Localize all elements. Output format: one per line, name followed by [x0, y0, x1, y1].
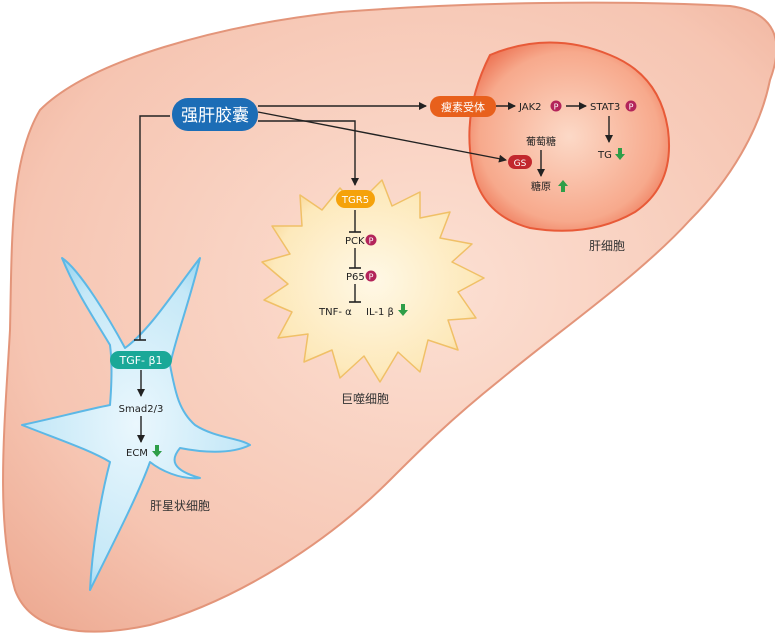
leptin-receptor-node: 瘦素受体	[430, 96, 496, 117]
stat3-node: STAT3 P	[590, 100, 637, 113]
inhibit-drug-to-tgf	[139, 115, 170, 340]
stellate-cell	[21, 257, 251, 591]
phospho-badge: P	[369, 273, 374, 282]
down-arrow-icon	[615, 148, 625, 160]
up-arrow-icon	[558, 180, 568, 192]
svg-text:STAT3: STAT3	[590, 102, 620, 113]
il1b-label: IL-1 β	[366, 307, 394, 318]
svg-text:ECM: ECM	[126, 448, 148, 459]
stellate-label: 肝星状细胞	[150, 499, 210, 513]
drug-label: 强肝胶囊	[181, 106, 249, 126]
hepatocyte-cell	[468, 41, 670, 232]
glycogen-node: 糖原	[531, 180, 568, 193]
p65-node: P65 P	[346, 270, 377, 283]
tgr5-node: TGR5	[336, 190, 375, 208]
glucose-label: 葡萄糖	[526, 135, 556, 148]
tnf-alpha-label: TNF- α	[318, 307, 352, 318]
svg-text:P65: P65	[346, 272, 365, 283]
tgf-beta1-node: TGF- β1	[110, 351, 172, 369]
svg-text:TG: TG	[597, 150, 612, 161]
svg-text:TGF- β1: TGF- β1	[118, 354, 162, 367]
svg-text:GS: GS	[514, 159, 527, 169]
down-arrow-icon	[398, 304, 408, 316]
tg-node: TG	[597, 148, 625, 161]
phospho-badge: P	[369, 237, 374, 246]
smad-label: Smad2/3	[119, 404, 164, 415]
phospho-badge: P	[554, 103, 559, 112]
svg-text:PCK: PCK	[345, 236, 365, 247]
hepatocyte-label: 肝细胞	[589, 239, 625, 253]
svg-text:TGR5: TGR5	[341, 195, 369, 206]
jak2-node: JAK2 P	[518, 100, 562, 113]
drug-node: 强肝胶囊	[172, 98, 258, 131]
ecm-node: ECM	[126, 445, 162, 459]
macrophage-label: 巨噬细胞	[341, 391, 389, 406]
gs-node: GS	[508, 155, 532, 169]
arrow-drug-to-tgr5	[258, 120, 359, 186]
svg-text:JAK2: JAK2	[518, 102, 542, 113]
svg-text:糖原: 糖原	[531, 180, 551, 193]
pck-node: PCK P	[345, 234, 377, 247]
arrow-drug-to-gs	[257, 111, 507, 163]
phospho-badge: P	[629, 103, 634, 112]
svg-text:瘦素受体: 瘦素受体	[441, 100, 485, 114]
down-arrow-icon	[152, 445, 162, 457]
